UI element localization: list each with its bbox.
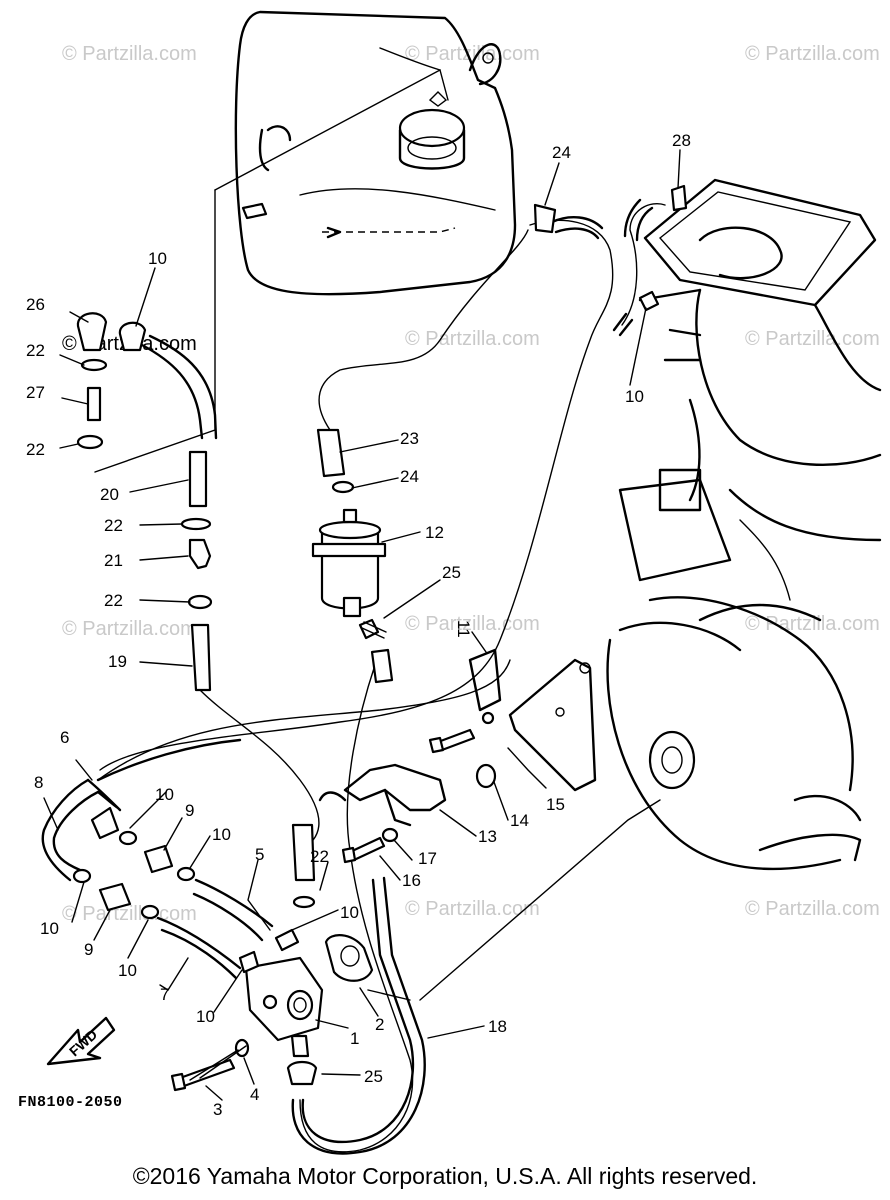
callout-8: 8	[34, 773, 43, 792]
callout-9: 9	[84, 940, 93, 959]
callout-12: 12	[425, 523, 444, 542]
callout-24: 24	[400, 467, 419, 486]
callout-10: 10	[155, 785, 174, 804]
watermark: © Partzilla.com	[62, 618, 197, 640]
callout-20: 20	[100, 485, 119, 504]
callout-5: 5	[255, 845, 264, 864]
callout-23: 23	[400, 429, 419, 448]
callout-15: 15	[546, 795, 565, 814]
callout-22: 22	[26, 440, 45, 459]
watermark: © Partzilla.com	[405, 898, 540, 920]
callout-25: 25	[364, 1067, 383, 1086]
engine-outline	[606, 178, 882, 871]
leader-lines	[43, 149, 681, 1101]
callout-28: 28	[672, 131, 691, 150]
watermark: © Partzilla.com	[62, 903, 197, 925]
callout-3: 3	[213, 1100, 222, 1119]
watermarks: © Partzilla.com © Partzilla.com © Partzi…	[62, 43, 880, 925]
callout-7: 7	[160, 985, 169, 1004]
callout-22: 22	[310, 847, 329, 866]
callout-11: 11	[454, 620, 473, 638]
callout-17: 17	[418, 849, 437, 868]
callout-24: 24	[552, 143, 571, 162]
top-hoses	[533, 184, 688, 312]
callout-26: 26	[26, 295, 45, 314]
bracket	[318, 648, 597, 827]
hose-18	[291, 876, 426, 1155]
callout-10: 10	[196, 1007, 215, 1026]
callout-2: 2	[375, 1015, 384, 1034]
watermark: © Partzilla.com	[62, 43, 197, 65]
callout-19: 19	[108, 652, 127, 671]
callout-10: 10	[40, 919, 59, 938]
callout-6: 6	[60, 728, 69, 747]
fwd-arrow: FWD	[46, 1016, 116, 1066]
callout-22: 22	[104, 591, 123, 610]
callout-10: 10	[625, 387, 644, 406]
lower-left-hoses	[41, 778, 300, 980]
callout-10: 10	[212, 825, 231, 844]
callout-27: 27	[26, 383, 45, 402]
callout-14: 14	[510, 811, 529, 830]
callout-22: 22	[26, 341, 45, 360]
oil-tank	[234, 10, 517, 296]
copyright-notice: ©2016 Yamaha Motor Corporation, U.S.A. A…	[132, 1163, 758, 1189]
hoses	[96, 203, 666, 1153]
diagram-reference-code: FN8100-2050	[18, 1094, 123, 1111]
watermark: © Partzilla.com	[405, 613, 540, 635]
watermark: © Partzilla.com	[745, 328, 880, 350]
callout-4: 4	[250, 1085, 259, 1104]
callout-21: 21	[104, 551, 123, 570]
watermark: © Partzilla.com	[745, 613, 880, 635]
callout-10: 10	[340, 903, 359, 922]
callout-18: 18	[488, 1017, 507, 1036]
watermark: © Partzilla.com	[745, 43, 880, 65]
callout-22: 22	[104, 516, 123, 535]
callout-10: 10	[118, 961, 137, 980]
watermark: © Partzilla.com	[745, 898, 880, 920]
callout-25: 25	[442, 563, 461, 582]
callout-labels: 1 2 3 4 5 6 7 8 9 9 10 10 10 10 10 10 10…	[26, 131, 691, 1119]
callout-10: 10	[148, 249, 167, 268]
watermark: © Partzilla.com	[405, 43, 540, 65]
callout-1: 1	[350, 1029, 359, 1048]
callout-16: 16	[402, 871, 421, 890]
callout-9: 9	[185, 801, 194, 820]
watermark: © Partzilla.com	[405, 328, 540, 350]
small-parts	[170, 728, 497, 1092]
oil-filter	[311, 428, 394, 684]
oil-pump	[238, 934, 374, 1086]
callout-13: 13	[478, 827, 497, 846]
